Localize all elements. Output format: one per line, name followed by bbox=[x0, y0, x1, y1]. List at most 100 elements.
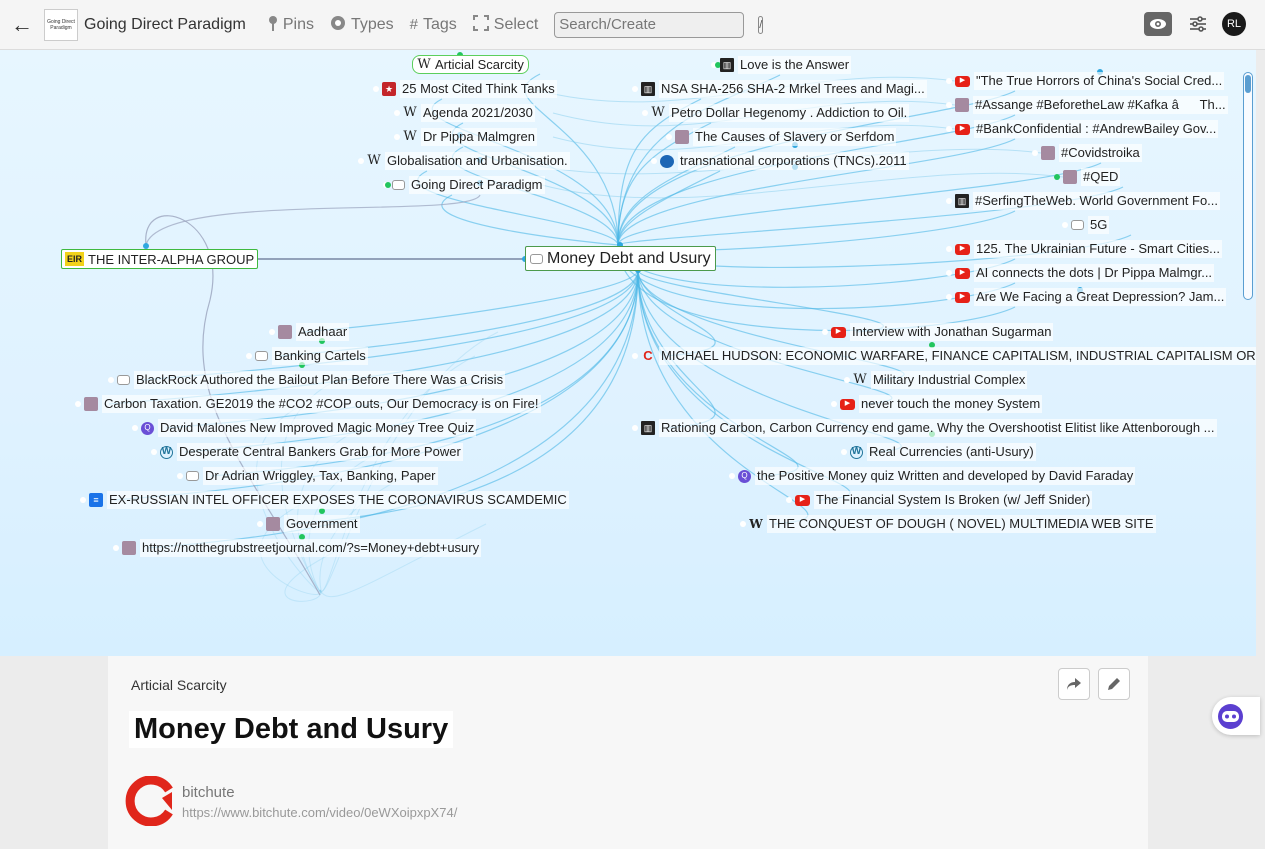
node-label: Military Industrial Complex bbox=[871, 371, 1028, 389]
node-label: David Malones New Improved Magic Money T… bbox=[158, 419, 477, 437]
graph-node[interactable]: #QED bbox=[1063, 168, 1121, 186]
graph-node[interactable]: BlackRock Authored the Bailout Plan Befo… bbox=[117, 371, 506, 389]
wikipedia-icon: W bbox=[651, 105, 665, 120]
graph-node[interactable]: ▶AI connects the dots | Dr Pippa Malmgr.… bbox=[955, 264, 1215, 282]
share-button[interactable] bbox=[1058, 668, 1090, 700]
breadcrumb[interactable]: Articial Scarcity bbox=[131, 677, 227, 693]
scrollbar-thumb[interactable] bbox=[1245, 75, 1251, 93]
graph-node[interactable]: ▥#SerfingTheWeb. World Government Fo... bbox=[955, 192, 1221, 210]
thumbnail-image-icon bbox=[675, 130, 689, 144]
assistant-bot-button[interactable] bbox=[1212, 697, 1260, 735]
bitchute-icon: C bbox=[643, 348, 653, 363]
nav-tags[interactable]: # Tags bbox=[410, 16, 457, 34]
node-label: #QED bbox=[1081, 168, 1121, 186]
node-label: MICHAEL HUDSON: ECONOMIC WARFARE, FINANC… bbox=[659, 347, 1256, 365]
node-label: Carbon Taxation. GE2019 the #CO2 #COP ou… bbox=[102, 395, 541, 413]
node-hub-money-debt-usury[interactable]: Money Debt and Usury bbox=[525, 246, 716, 271]
youtube-icon: ▶ bbox=[831, 326, 846, 338]
nav-pins[interactable]: Pins bbox=[268, 15, 314, 35]
graph-node[interactable]: #Covidstroika bbox=[1041, 144, 1142, 162]
app-logo[interactable]: Going Direct Paradigm bbox=[44, 8, 78, 41]
user-avatar[interactable]: RL bbox=[1222, 12, 1246, 36]
back-arrow-icon[interactable]: ← bbox=[11, 11, 33, 37]
bank-building-icon: ▥ bbox=[720, 58, 734, 72]
graph-node[interactable]: ▶Interview with Jonathan Sugarman bbox=[831, 323, 1054, 341]
graph-node[interactable]: transnational corporations (TNCs).2011 bbox=[660, 152, 909, 170]
node-articial-scarcity[interactable]: W Articial Scarcity bbox=[412, 55, 529, 74]
thumbnail-image-icon bbox=[955, 98, 969, 112]
wikipedia-icon: W bbox=[403, 105, 417, 120]
search-input[interactable] bbox=[559, 16, 759, 33]
graph-node[interactable]: https://notthegrubstreetjournal.com/?s=M… bbox=[122, 539, 482, 557]
nav-types[interactable]: Types bbox=[330, 15, 394, 35]
bank-building-icon: ▥ bbox=[641, 421, 655, 435]
youtube-icon: ▶ bbox=[955, 75, 970, 87]
youtube-icon: ▶ bbox=[955, 123, 970, 135]
wikipedia-icon: W bbox=[367, 153, 381, 168]
graph-node[interactable]: ▥ Rationing Carbon, Carbon Currency end g… bbox=[641, 419, 1217, 437]
thumbnail-image-icon bbox=[278, 325, 292, 339]
nav-select[interactable]: Select bbox=[472, 14, 538, 35]
graph-node[interactable]: ▶#BankConfidential : #AndrewBailey Gov..… bbox=[955, 120, 1219, 138]
thumbnail-image-icon bbox=[1063, 170, 1077, 184]
graph-node[interactable]: C MICHAEL HUDSON: ECONOMIC WARFARE, FINAN… bbox=[641, 347, 1256, 365]
graph-node[interactable]: ▶125. The Ukrainian Future - Smart Citie… bbox=[955, 240, 1222, 258]
graph-node[interactable]: Aadhaar bbox=[278, 323, 350, 341]
graph-node[interactable]: Banking Cartels bbox=[255, 347, 368, 365]
graph-node[interactable]: Going Direct Paradigm bbox=[392, 176, 545, 194]
graph-scrollbar[interactable] bbox=[1243, 72, 1253, 300]
hub-label: Money Debt and Usury bbox=[547, 249, 711, 267]
node-label: Real Currencies (anti-Usury) bbox=[867, 443, 1036, 461]
graph-canvas[interactable]: W Articial Scarcity EIR THE INTER-ALPHA … bbox=[0, 50, 1256, 656]
source-url[interactable]: https://www.bitchute.com/video/0eWXoipxp… bbox=[182, 805, 458, 820]
graph-node[interactable]: Government bbox=[266, 515, 360, 533]
graph-node[interactable]: Carbon Taxation. GE2019 the #CO2 #COP ou… bbox=[84, 395, 541, 413]
node-label: #Assange #BeforetheLaw #Kafka âTh... bbox=[973, 96, 1228, 114]
node-label: Going Direct Paradigm bbox=[409, 176, 545, 194]
node-label: THE INTER-ALPHA GROUP bbox=[88, 251, 255, 267]
graph-node[interactable]: ▶The Financial System Is Broken (w/ Jeff… bbox=[795, 491, 1093, 509]
source-name: bitchute bbox=[182, 784, 235, 801]
node-label: #Covidstroika bbox=[1059, 144, 1142, 162]
graph-node[interactable]: ★25 Most Cited Think Tanks bbox=[382, 80, 557, 98]
graph-node[interactable]: #Assange #BeforetheLaw #Kafka âTh... bbox=[955, 96, 1228, 114]
view-toggle-button[interactable] bbox=[1144, 12, 1172, 36]
node-label: NSA SHA-256 SHA-2 Mrkel Trees and Magi..… bbox=[659, 80, 927, 98]
graph-node[interactable]: W Agenda 2021/2030 bbox=[403, 104, 535, 122]
thumbnail-image-icon bbox=[84, 397, 98, 411]
youtube-icon: ▶ bbox=[795, 494, 810, 506]
node-label: Aadhaar bbox=[296, 323, 350, 341]
graph-node[interactable]: The Causes of Slavery or Serfdom bbox=[675, 128, 897, 146]
settings-sliders-icon[interactable] bbox=[1186, 12, 1210, 36]
node-label: Agenda 2021/2030 bbox=[421, 104, 535, 122]
node-label: Rationing Carbon, Carbon Currency end ga… bbox=[659, 419, 1217, 437]
thumbnail-image-icon bbox=[266, 517, 280, 531]
node-inter-alpha-group[interactable]: EIR THE INTER-ALPHA GROUP bbox=[61, 249, 259, 269]
graph-node[interactable]: ≡EX-RUSSIAN INTEL OFFICER EXPOSES THE CO… bbox=[89, 491, 569, 509]
graph-node[interactable]: 5G bbox=[1071, 216, 1110, 234]
graph-node[interactable]: ▥NSA SHA-256 SHA-2 Mrkel Trees and Magi.… bbox=[641, 80, 927, 98]
top-bar: ← Going Direct Paradigm Going Direct Par… bbox=[0, 0, 1265, 50]
graph-node[interactable]: ▶Are We Facing a Great Depression? Jam..… bbox=[955, 288, 1227, 306]
circle-icon bbox=[330, 15, 346, 35]
chat-icon bbox=[255, 351, 268, 361]
edit-button[interactable] bbox=[1098, 668, 1130, 700]
graph-node[interactable]: ▶never touch the money System bbox=[840, 395, 1043, 413]
quiz-icon: Q bbox=[738, 469, 751, 483]
graph-node[interactable]: ▥Love is the Answer bbox=[720, 56, 852, 74]
graph-node[interactable]: ▶"The True Horrors of China's Social Cre… bbox=[955, 72, 1225, 90]
node-label: the Positive Money quiz Written and deve… bbox=[755, 467, 1136, 485]
detail-panel: Articial Scarcity Money Debt and Usury b… bbox=[108, 656, 1148, 849]
app-title[interactable]: Going Direct Paradigm bbox=[84, 15, 246, 33]
node-label: EX-RUSSIAN INTEL OFFICER EXPOSES THE COR… bbox=[107, 491, 569, 509]
graph-node[interactable]: Dr Adrian Wriggley, Tax, Banking, Paper bbox=[186, 467, 438, 485]
